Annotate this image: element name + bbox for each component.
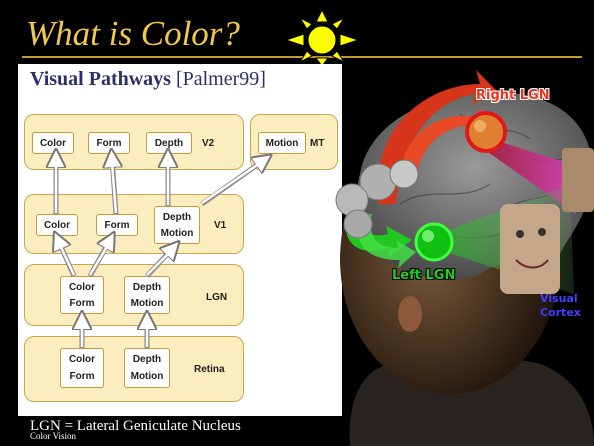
ear: [398, 296, 422, 332]
cortex-face-upper: [562, 148, 594, 212]
visual-pathways-diagram: Visual Pathways [Palmer99] Color Form De…: [18, 64, 342, 416]
right-lgn-label: Right LGN: [476, 88, 550, 103]
slide-title: What is Color?: [26, 14, 240, 54]
brain-illustration: [330, 64, 594, 446]
visual-cortex-label-line1: Visual: [540, 292, 578, 305]
sun-icon: [282, 10, 362, 66]
left-lgn-label: Left LGN: [392, 268, 455, 283]
left-lgn-node: [416, 224, 452, 260]
footnote: Color Vision: [30, 431, 76, 441]
pathway-arrows: [18, 64, 342, 416]
eye-face-2: [390, 160, 418, 188]
visual-cortex-label-line2: Cortex: [540, 306, 581, 319]
right-lgn-node: [467, 113, 505, 151]
cortex-face-lower: [500, 204, 560, 294]
eye-face-4: [344, 210, 372, 238]
